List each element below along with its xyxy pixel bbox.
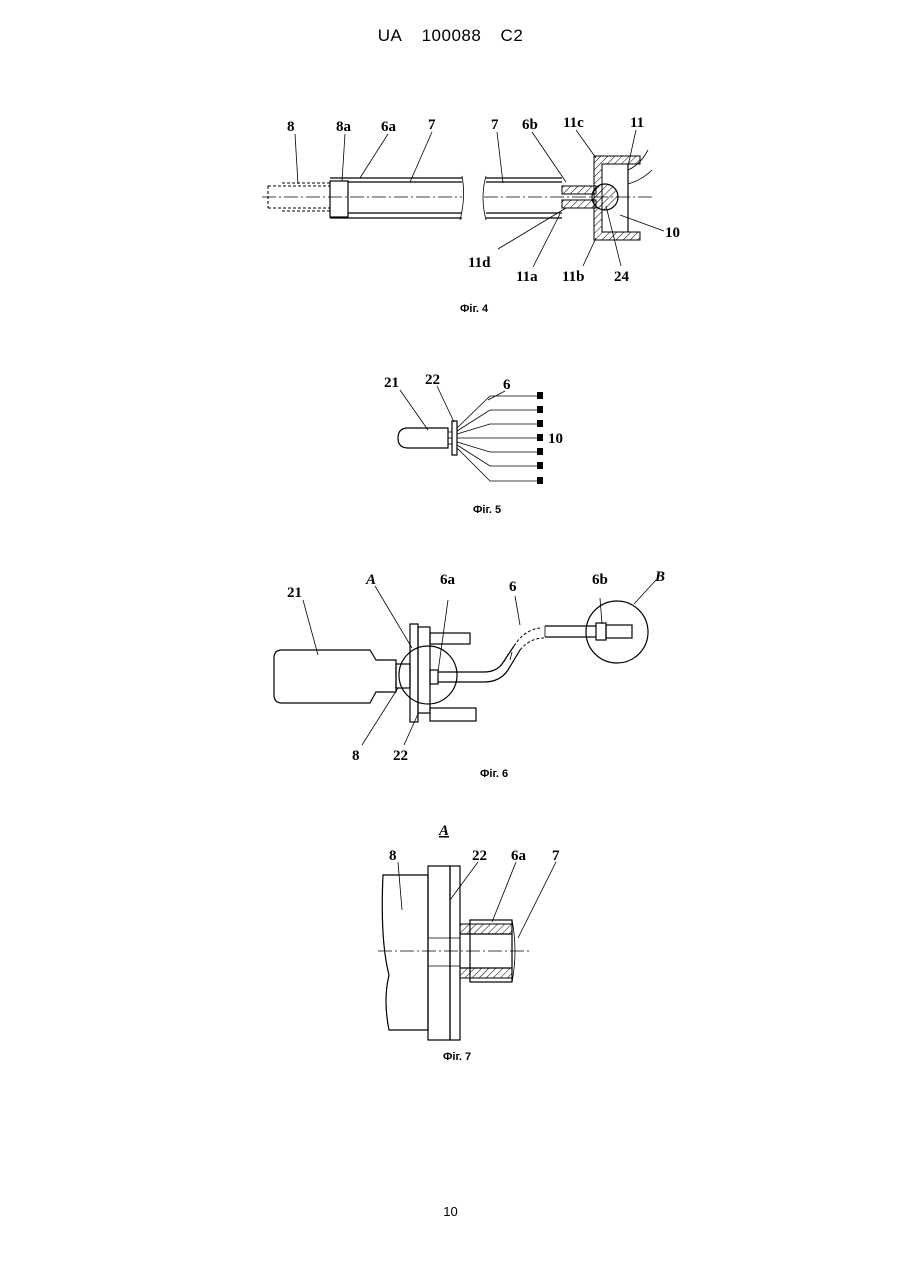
caption-fig-5: Фіг. 5 xyxy=(473,504,501,516)
view-label-a: A xyxy=(438,823,449,839)
detail-circle-b xyxy=(586,601,648,663)
fig6-labels: 21 A 6a 6 6b B 8 22 xyxy=(287,569,665,764)
label-8: 8 xyxy=(389,848,397,864)
caption-fig-7: Фіг. 7 xyxy=(443,1051,471,1063)
fibre-end-5 xyxy=(537,448,543,455)
label-11d: 11d xyxy=(468,255,491,271)
label-21: 21 xyxy=(287,585,302,601)
label-11b: 11b xyxy=(562,269,585,285)
fig5-light-source xyxy=(398,421,457,455)
fibre-end-3 xyxy=(537,420,543,427)
fig4-right-assembly xyxy=(483,150,652,240)
label-10: 10 xyxy=(548,431,563,447)
figure-6: 21 A 6a 6 6b B 8 22 Фіг. 6 xyxy=(0,560,901,790)
detail-circle-a xyxy=(399,646,457,704)
label-11c: 11c xyxy=(563,115,584,131)
label-11a: 11a xyxy=(516,269,538,285)
fibre-end-2 xyxy=(537,406,543,413)
fig5-labels: 21 22 6 10 xyxy=(384,372,563,447)
figure-4: 8 8a 6a 7 7 6b 11c 11 10 11d 11a 11b 24 … xyxy=(0,100,901,330)
label-6b: 6b xyxy=(522,117,538,133)
label-6a: 6a xyxy=(440,572,456,588)
label-a: A xyxy=(365,572,376,588)
figure-5: 21 22 6 10 Фіг. 5 xyxy=(0,360,901,520)
label-8a: 8a xyxy=(336,119,352,135)
label-6: 6 xyxy=(503,377,511,393)
fig6-far-end xyxy=(545,623,632,640)
label-7: 7 xyxy=(552,848,560,864)
fibre-end-7 xyxy=(537,477,543,484)
label-b: B xyxy=(654,569,665,585)
label-6: 6 xyxy=(509,579,517,595)
label-10: 10 xyxy=(665,225,680,241)
label-7b: 7 xyxy=(491,117,499,133)
figure-7: A 8 22 6a 7 Фіг. 7 xyxy=(0,815,901,1065)
label-8: 8 xyxy=(287,119,295,135)
fibre-end-4 xyxy=(537,434,543,441)
fig7-assembly xyxy=(378,866,532,1040)
label-24: 24 xyxy=(614,269,630,285)
label-6a: 6a xyxy=(511,848,527,864)
label-8: 8 xyxy=(352,748,360,764)
patent-number: 100088 xyxy=(422,26,482,45)
fig5-fibre-bundle xyxy=(457,392,543,484)
caption-fig-4: Фіг. 4 xyxy=(460,303,489,315)
label-22: 22 xyxy=(393,748,408,764)
label-6a: 6a xyxy=(381,119,397,135)
fig6-plate xyxy=(410,624,544,722)
patent-header: UA 100088 C2 xyxy=(0,26,901,46)
label-22: 22 xyxy=(425,372,440,388)
label-21: 21 xyxy=(384,375,399,391)
label-22: 22 xyxy=(472,848,487,864)
fibre-end-6 xyxy=(537,462,543,469)
page-number: 10 xyxy=(0,1204,901,1219)
label-6b: 6b xyxy=(592,572,608,588)
fig7-labels: 8 22 6a 7 xyxy=(389,848,560,864)
fig4-left-assembly xyxy=(262,176,464,220)
label-7: 7 xyxy=(428,117,436,133)
kind-code: C2 xyxy=(501,26,524,45)
label-11: 11 xyxy=(630,115,644,131)
fig4-labels: 8 8a 6a 7 7 6b 11c 11 10 11d 11a 11b 24 xyxy=(287,115,680,285)
fibre-end-1 xyxy=(537,392,543,399)
caption-fig-6: Фіг. 6 xyxy=(480,768,508,780)
office-code: UA xyxy=(378,26,403,45)
fig6-light-source xyxy=(274,650,410,703)
